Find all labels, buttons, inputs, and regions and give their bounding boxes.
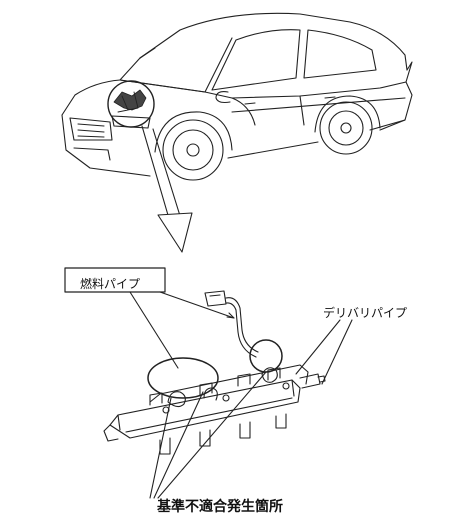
car-illustration	[61, 12, 413, 181]
fuel-pipe-label: 燃料パイプ	[80, 277, 141, 291]
fuel-pipe-leaders	[64, 267, 235, 369]
delivery-pipe-label: デリバリパイプ	[323, 306, 408, 320]
delivery-pipe-leaders	[295, 319, 353, 385]
zoom-arrow	[141, 125, 193, 253]
defect-location-leaders	[149, 371, 267, 499]
fuel-rail-assembly	[103, 290, 326, 455]
engine-bay-magnifier	[107, 80, 155, 128]
defect-location-label: 基準不適合発生箇所	[157, 499, 283, 515]
